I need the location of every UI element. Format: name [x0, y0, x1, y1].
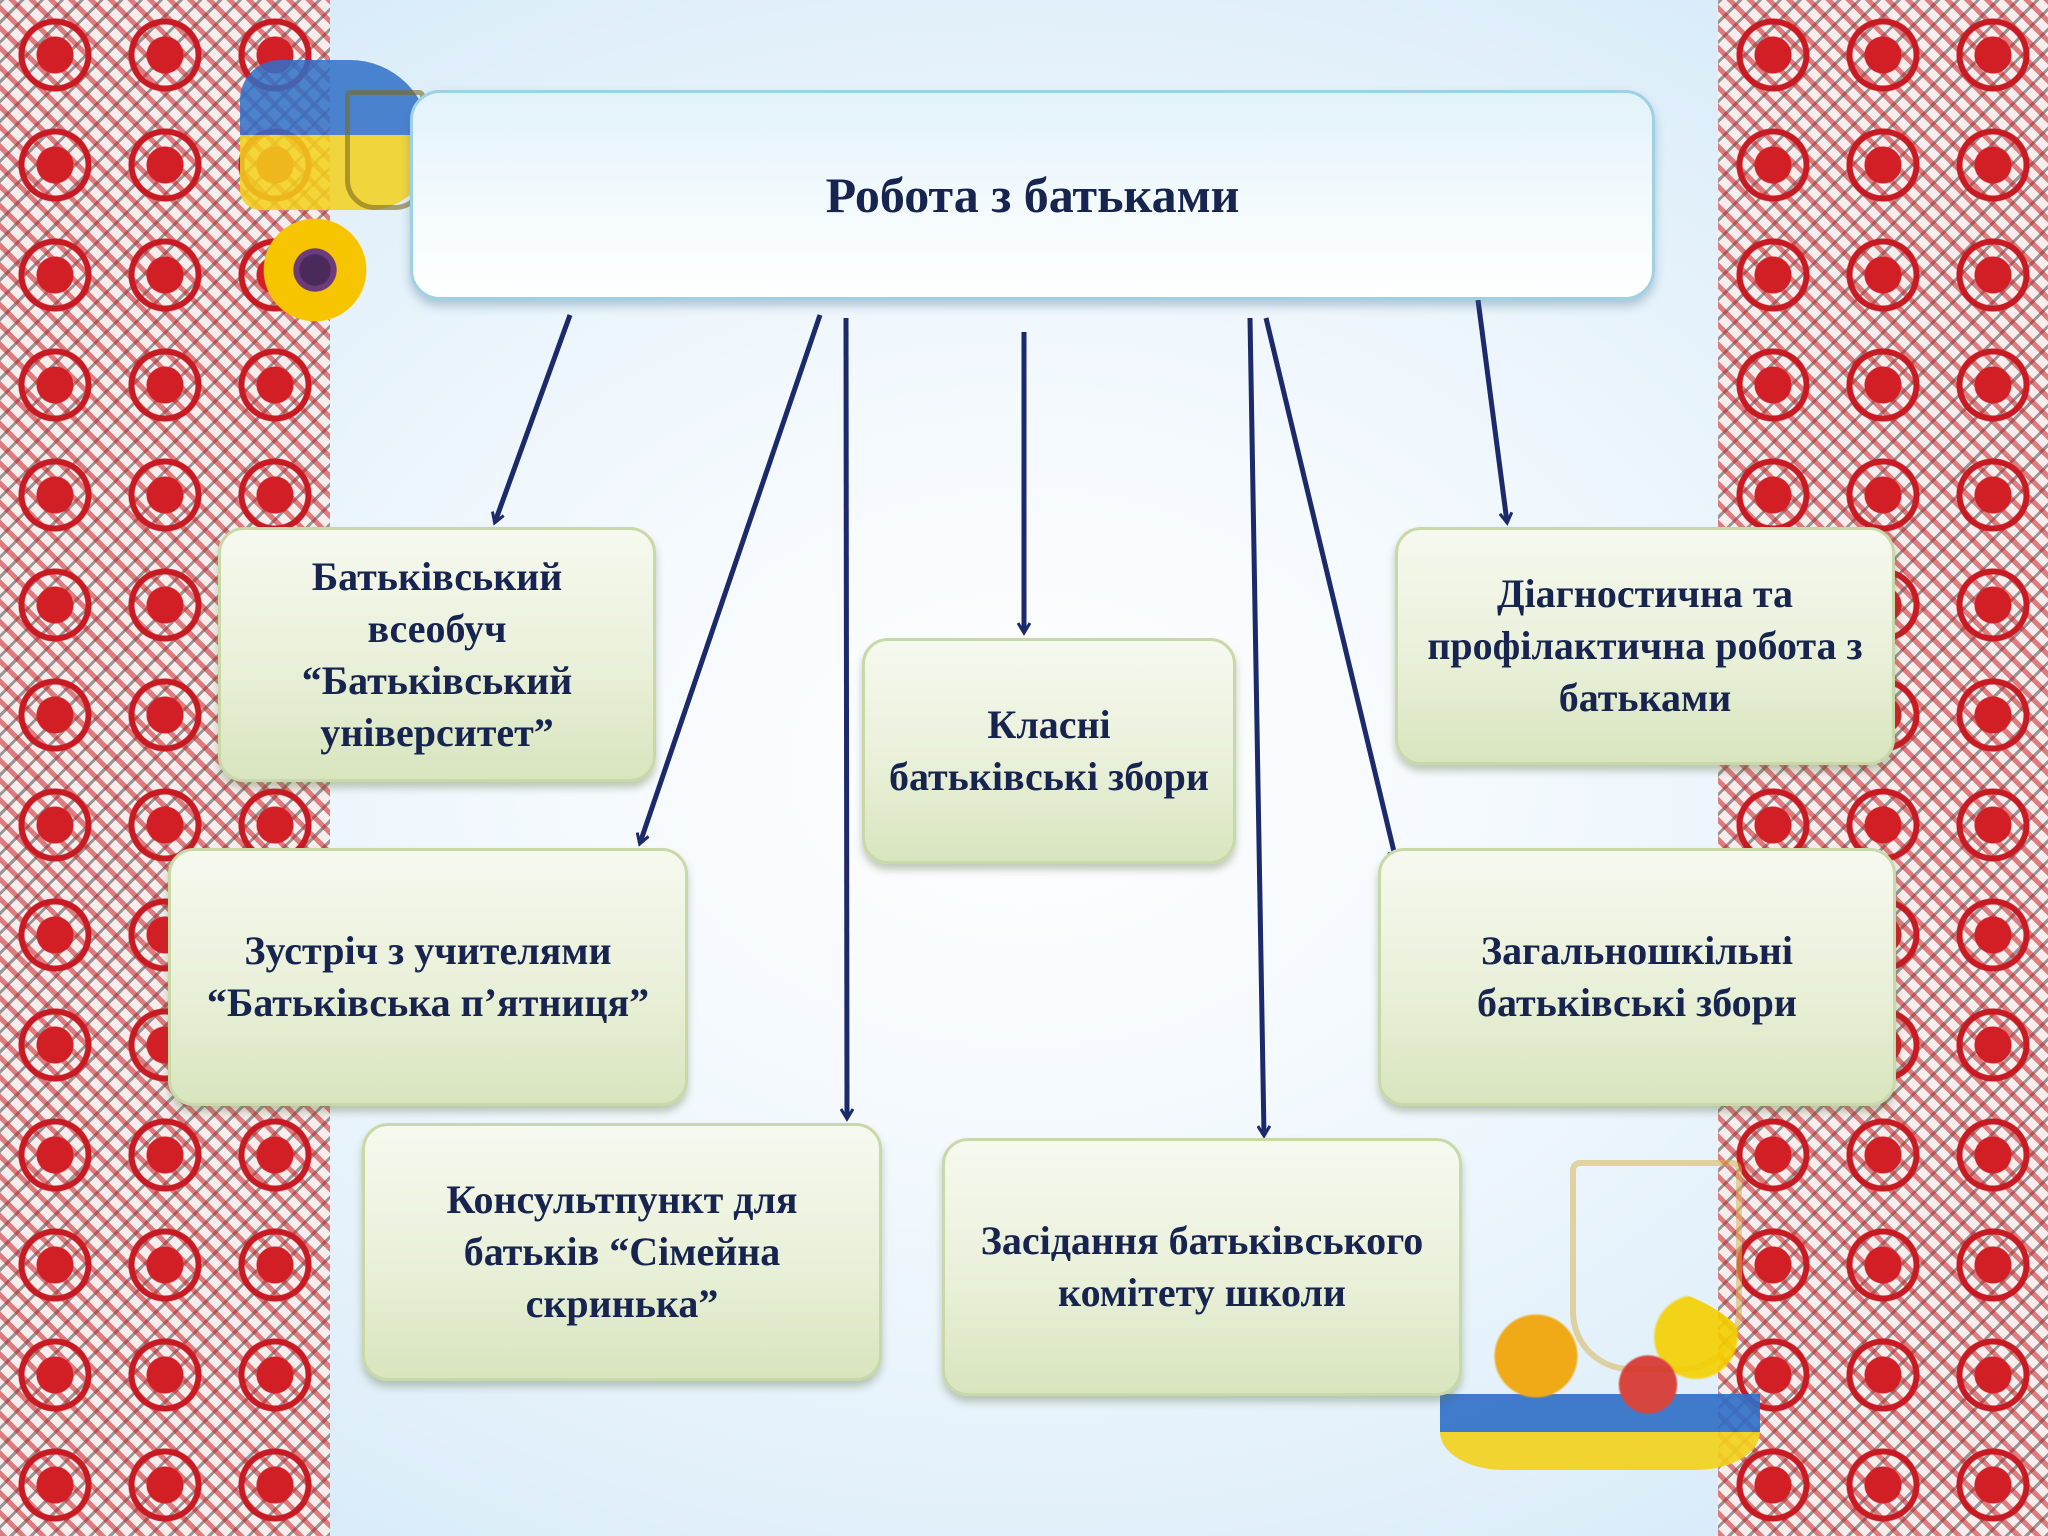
box-teacher-meeting: Зустріч з учителями “Батьківська п’ятниц…	[168, 848, 688, 1106]
arrow-to-universal-education	[495, 314, 573, 522]
box-diagnostic-work: Діагностична та профілактична робота з б…	[1395, 527, 1895, 765]
right-embroidery-border	[1718, 0, 2048, 1536]
box-school-meetings-text: Загальношкільні батьківські збори	[1477, 928, 1797, 1025]
arrow-to-school-meetings	[1263, 317, 1396, 860]
box-committee-meeting: Засідання батьківського комітету школи	[942, 1138, 1462, 1396]
arrow-to-diagnostic-work	[1475, 299, 1507, 522]
box-consult-point-text: Консультпункт для батьків “Сімейна скрин…	[446, 1177, 798, 1326]
sunflower-icon	[255, 210, 375, 330]
box-school-meetings: Загальношкільні батьківські збори	[1378, 848, 1896, 1106]
box-consult-point: Консультпункт для батьків “Сімейна скрин…	[362, 1123, 882, 1381]
box-class-meetings-text: Класні батьківські збори	[889, 702, 1209, 799]
main-title: Робота з батьками	[825, 167, 1240, 223]
box-universal-education: Батьківський всеобуч “Батьківський уніве…	[218, 527, 656, 782]
box-class-meetings: Класні батьківські збори	[862, 638, 1236, 864]
flower-bouquet-decoration	[1440, 1280, 1760, 1470]
box-universal-education-text: Батьківський всеобуч “Батьківський уніве…	[301, 553, 573, 755]
main-title-box: Робота з батьками	[410, 90, 1655, 300]
arrow-to-committee-meeting	[1247, 317, 1264, 1135]
box-teacher-meeting-text: Зустріч з учителями “Батьківська п’ятниц…	[206, 928, 650, 1025]
box-diagnostic-work-text: Діагностична та профілактична робота з б…	[1427, 571, 1863, 720]
arrow-to-teacher-meeting	[640, 314, 823, 843]
box-committee-meeting-text: Засідання батьківського комітету школи	[980, 1218, 1424, 1315]
arrow-to-consult-point	[846, 317, 847, 1118]
